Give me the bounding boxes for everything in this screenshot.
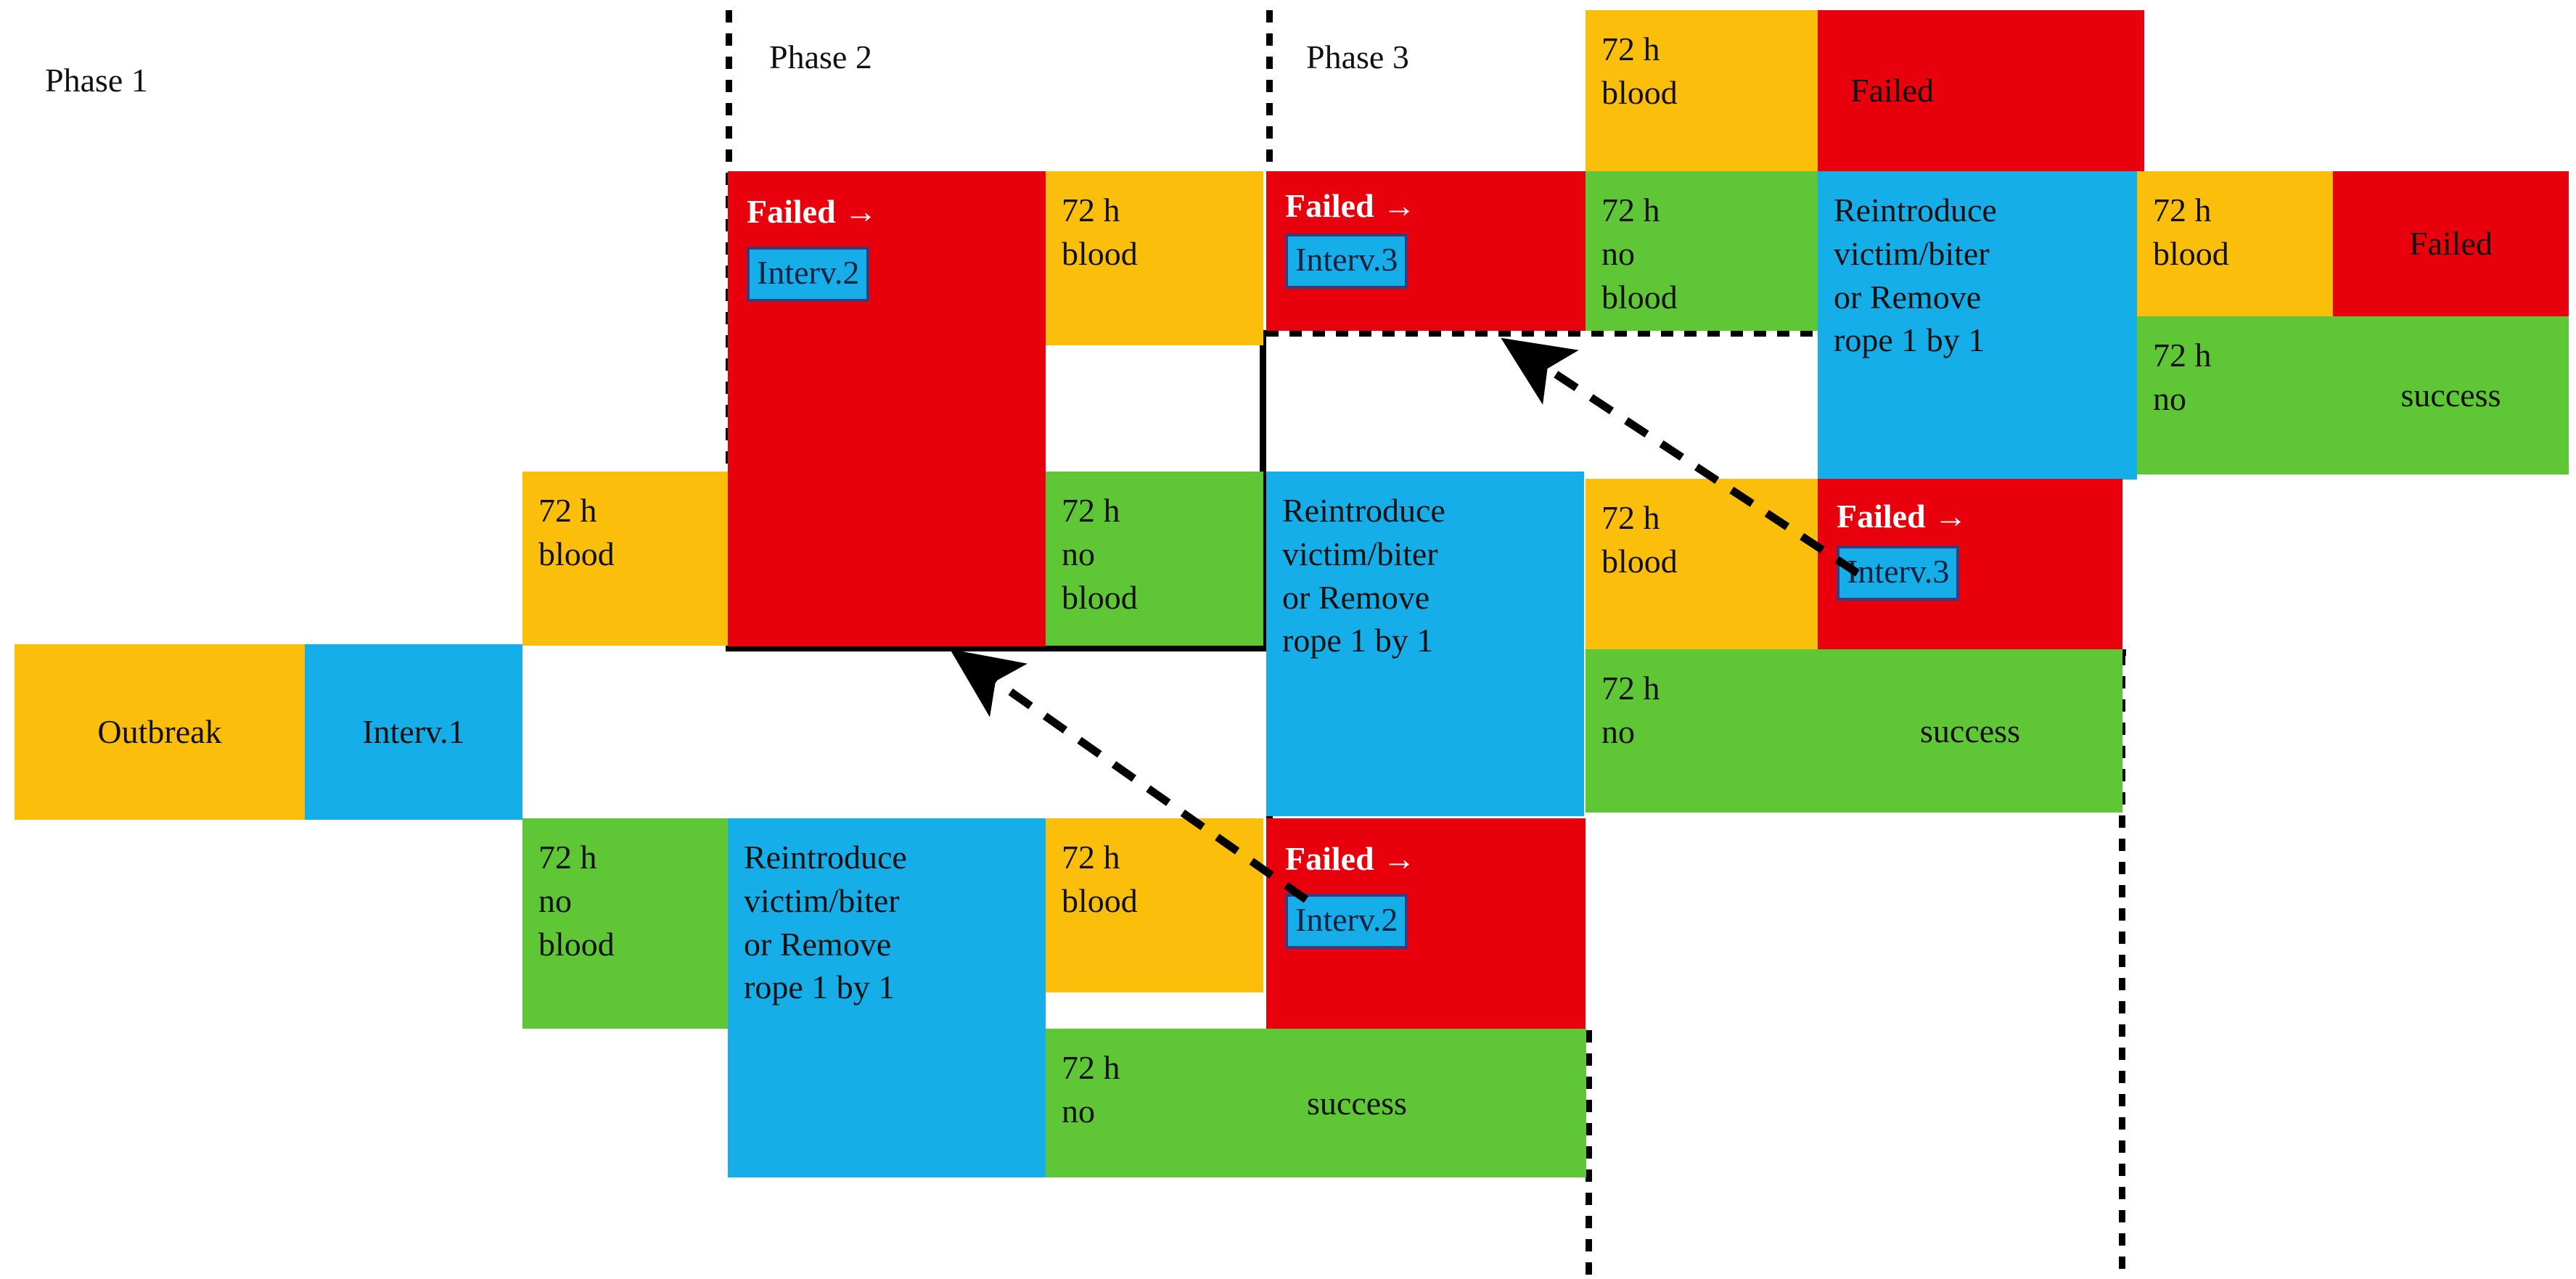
p2-reintroduce-line1: Reintroduce xyxy=(1282,492,1445,529)
phase4-divider-right xyxy=(2119,653,2125,1277)
p2-interv2-chip-top[interactable]: Interv.2 xyxy=(747,246,870,302)
phase-label-1: Phase 1 xyxy=(45,62,148,99)
p3-failed-right-label: Failed xyxy=(2409,225,2493,263)
p2-noblood-line3: blood xyxy=(1062,578,1138,616)
p3-noblood-mid-line1: 72 h xyxy=(1601,670,1660,707)
p3-blood-top-line1: 72 h xyxy=(1601,30,1660,67)
p1-reintroduce-line3: or Remove xyxy=(744,925,892,963)
p2-blood[interactable]: 72 h blood xyxy=(1046,171,1263,345)
p1-reintroduce-line4: rope 1 by 1 xyxy=(744,968,895,1006)
p2-failed-interv2-top[interactable]: Failed → Interv.2 xyxy=(728,171,1046,646)
p2-reintroduce-line3: or Remove xyxy=(1282,578,1430,616)
p3-failed-label-top: Failed → xyxy=(1285,187,1416,224)
p3-noblood-success-line2: no xyxy=(2153,379,2186,417)
p1-noblood-line1: 72 h xyxy=(538,839,597,876)
p1-noblood-line2: no xyxy=(538,881,572,919)
p1-reintroduce-line2: victim/biter xyxy=(744,881,900,919)
p3-failed-interv3-mid[interactable]: Failed → Interv.3 xyxy=(1818,479,2122,649)
p3-failed-top[interactable]: Failed xyxy=(1818,10,2144,171)
p2-success[interactable]: success xyxy=(1263,1029,1586,1177)
p1-noblood-bottom[interactable]: 72 h no blood xyxy=(522,818,728,1029)
p1-blood-top-line1: 72 h xyxy=(538,492,597,529)
p3-reintroduce-line2: victim/biter xyxy=(1834,234,1990,272)
p2-noblood-success-left[interactable]: 72 h no xyxy=(1046,1029,1263,1177)
phase2-solid-underline xyxy=(726,645,1266,651)
p2-reintroduce[interactable]: Reintroduce victim/biter or Remove rope … xyxy=(1266,472,1584,816)
p1-reintroduce-line1: Reintroduce xyxy=(744,839,907,876)
p3-interv3-chip-top[interactable]: Interv.3 xyxy=(1285,233,1408,289)
p3-failed-top-label: Failed xyxy=(1850,72,1934,110)
p2-failed-label-bottom: Failed → xyxy=(1285,840,1416,877)
phase3-dashed-underline-top xyxy=(1266,330,1821,337)
p3-noblood-success-left[interactable]: 72 h no xyxy=(2137,316,2333,474)
p2-noblood-success-line1: 72 h xyxy=(1062,1049,1120,1086)
p2-blood-bottom[interactable]: 72 h blood xyxy=(1046,818,1263,992)
p3-blood-right-line1: 72 h xyxy=(2153,192,2212,229)
p2-interv2-chip-bottom[interactable]: Interv.2 xyxy=(1285,893,1408,949)
p2-noblood-line1: 72 h xyxy=(1062,492,1120,529)
p1-blood-top-line2: blood xyxy=(538,535,615,572)
p2-blood-bottom-line2: blood xyxy=(1062,881,1138,919)
p3-reintroduce-line3: or Remove xyxy=(1834,278,1982,316)
p3-noblood-mid-line2: no xyxy=(1601,712,1635,750)
p3-reintroduce[interactable]: Reintroduce victim/biter or Remove rope … xyxy=(1818,171,2137,480)
p3-blood-right-line2: blood xyxy=(2153,234,2229,272)
phase-label-3: Phase 3 xyxy=(1306,38,1409,75)
p3-blood-top-line2: blood xyxy=(1601,73,1678,111)
p2-noblood[interactable]: 72 h no blood xyxy=(1046,472,1263,646)
p3-success-mid[interactable]: success xyxy=(1818,649,2122,813)
p2-noblood-line2: no xyxy=(1062,535,1095,572)
interv1-block[interactable]: Interv.1 xyxy=(305,644,522,820)
p3-failed-right[interactable]: Failed xyxy=(2333,171,2569,316)
phase3-divider-lower xyxy=(1586,1030,1592,1277)
p3-noblood-line1: 72 h xyxy=(1601,192,1660,229)
p2-blood-line1: 72 h xyxy=(1062,192,1120,229)
p2-failed-interv2-bottom[interactable]: Failed → Interv.2 xyxy=(1266,818,1586,1029)
p3-noblood-line3: blood xyxy=(1601,278,1678,316)
p3-blood-mid-line1: 72 h xyxy=(1601,499,1660,536)
p2-failed-label-top: Failed → xyxy=(747,193,878,230)
p3-noblood-success-mid-left[interactable]: 72 h no xyxy=(1586,649,1818,813)
p2-blood-line2: blood xyxy=(1062,234,1138,272)
p3-blood-mid-line2: blood xyxy=(1601,542,1678,580)
p3-blood-top[interactable]: 72 h blood xyxy=(1586,10,1818,171)
p1-noblood-line3: blood xyxy=(538,925,615,963)
p3-noblood-line2: no xyxy=(1601,234,1635,272)
p1-reintroduce[interactable]: Reintroduce victim/biter or Remove rope … xyxy=(728,818,1046,1177)
p3-interv3-chip-mid[interactable]: Interv.3 xyxy=(1837,545,1960,601)
p2-blood-bottom-line1: 72 h xyxy=(1062,839,1120,876)
p2-noblood-success-line2: no xyxy=(1062,1092,1095,1130)
outbreak-block[interactable]: Outbreak xyxy=(15,644,305,820)
p3-noblood[interactable]: 72 h no blood xyxy=(1586,171,1818,331)
p3-noblood-success-line1: 72 h xyxy=(2153,337,2212,374)
phase-label-2: Phase 2 xyxy=(769,38,872,75)
p3-success-right[interactable]: success xyxy=(2333,316,2569,474)
p1-blood-top[interactable]: 72 h blood xyxy=(522,472,728,646)
p3-failed-label-mid: Failed → xyxy=(1837,498,1968,535)
p3-blood-right[interactable]: 72 h blood xyxy=(2137,171,2333,316)
p3-reintroduce-line4: rope 1 by 1 xyxy=(1834,321,1985,359)
p2-reintroduce-line4: rope 1 by 1 xyxy=(1282,622,1434,659)
p3-blood-mid[interactable]: 72 h blood xyxy=(1586,479,1818,649)
p3-failed-interv3-top[interactable]: Failed → Interv.3 xyxy=(1266,171,1586,331)
p3-reintroduce-line1: Reintroduce xyxy=(1834,192,1997,229)
p2-reintroduce-line2: victim/biter xyxy=(1282,535,1438,572)
